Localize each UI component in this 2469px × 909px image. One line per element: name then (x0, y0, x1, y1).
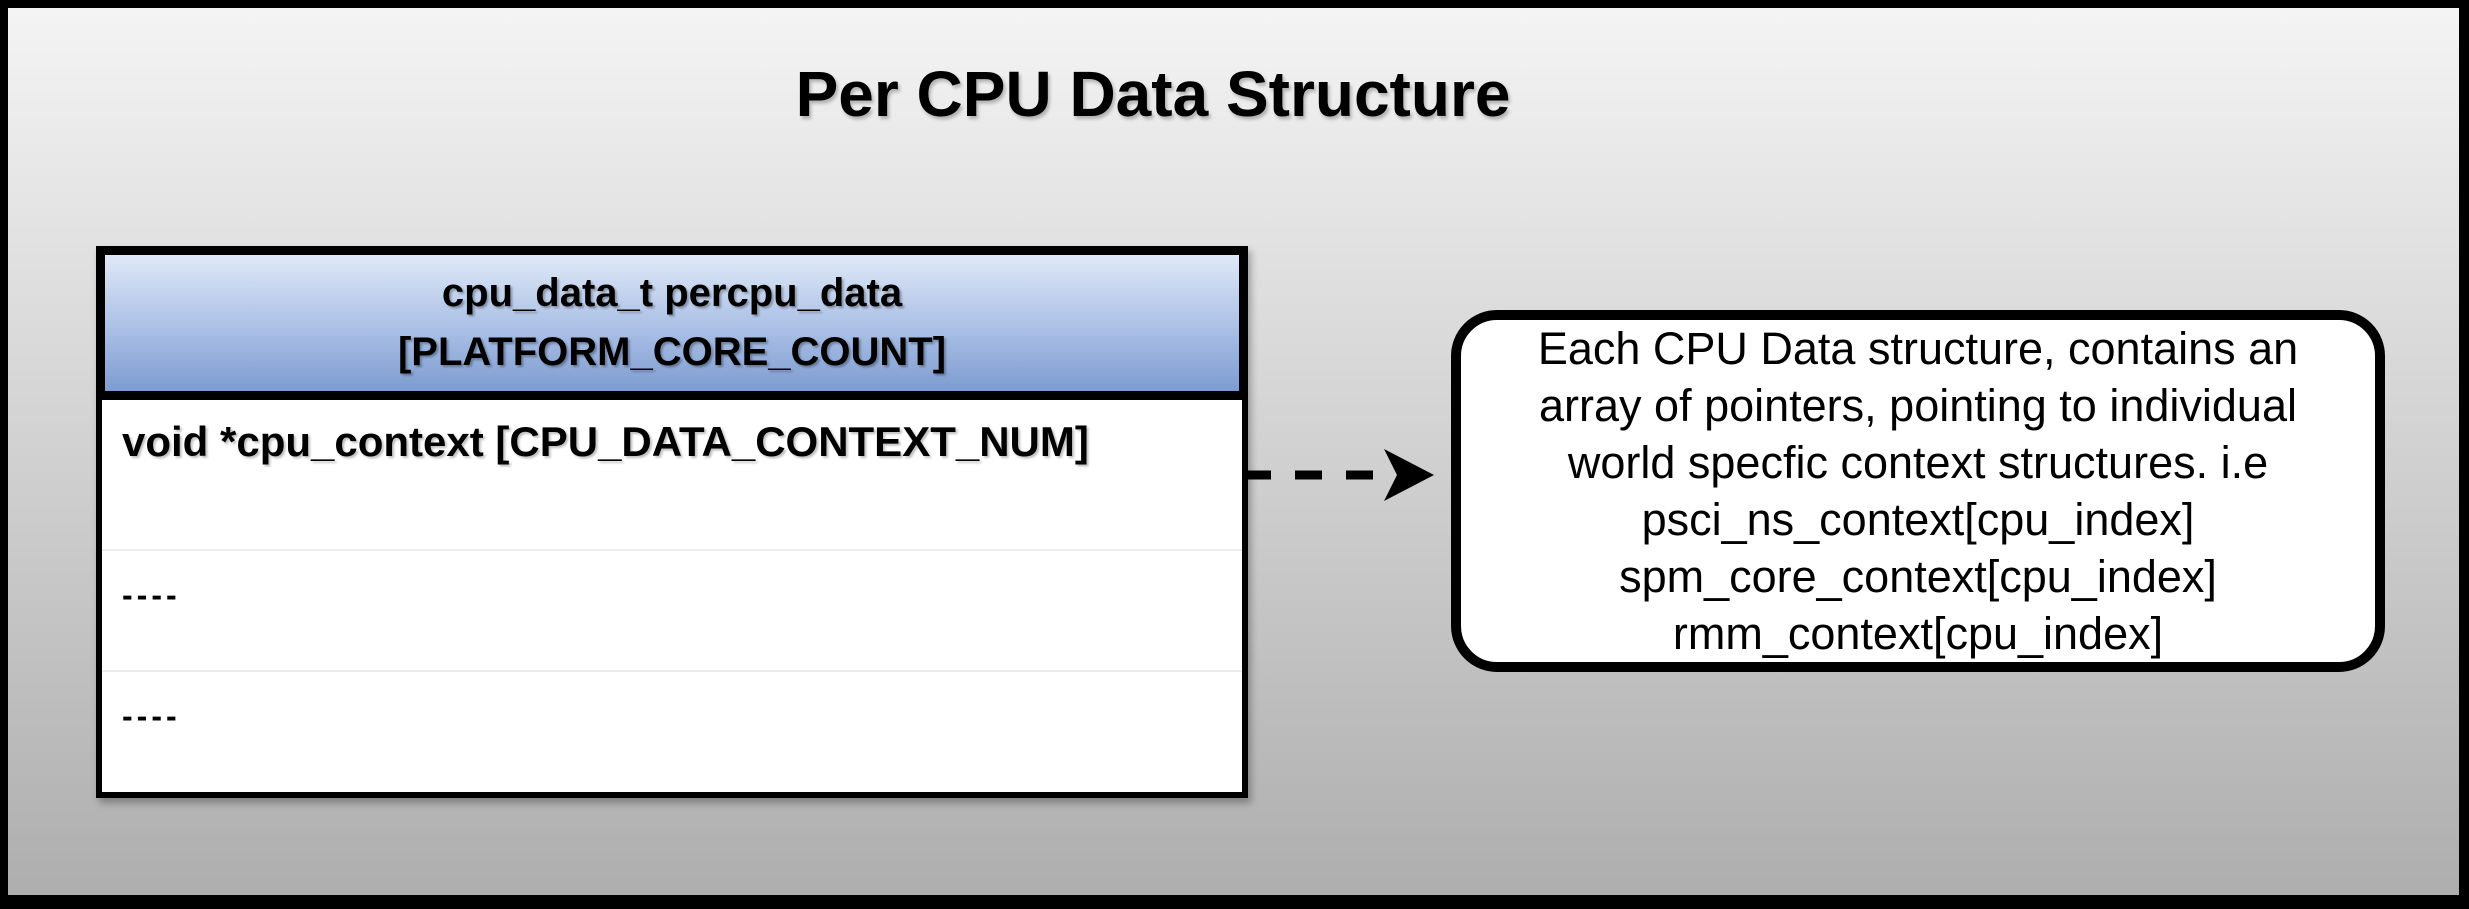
table-row-cpu-context: void *cpu_context [CPU_DATA_CONTEXT_NUM] (102, 400, 1242, 551)
callout-line: psci_ns_context[cpu_index] (1641, 494, 2195, 545)
callout-line: array of pointers, pointing to individua… (1539, 380, 2297, 431)
struct-header-declaration: cpu_data_t percpu_data (441, 271, 903, 315)
placeholder-label: ---- (122, 577, 181, 613)
struct-header-array-size: [PLATFORM_CORE_COUNT] (397, 330, 947, 374)
page-title: Per CPU Data Structure (795, 58, 1511, 130)
table-row-placeholder-2: ---- (102, 672, 1242, 792)
placeholder-label: ---- (122, 698, 181, 734)
dashed-arrow-connector (1244, 449, 1434, 501)
callout-line: rmm_context[cpu_index] (1672, 608, 2164, 659)
callout-line: Each CPU Data structure, contains an (1537, 323, 2299, 374)
struct-table-body: void *cpu_context [CPU_DATA_CONTEXT_NUM]… (96, 400, 1248, 798)
table-row-placeholder-1: ---- (102, 551, 1242, 672)
arrowhead-icon (1384, 449, 1434, 501)
struct-table-header: cpu_data_t percpu_data [PLATFORM_CORE_CO… (96, 246, 1248, 400)
percpu-data-struct-table: cpu_data_t percpu_data [PLATFORM_CORE_CO… (96, 246, 1248, 798)
callout-line: spm_core_context[cpu_index] (1619, 551, 2217, 602)
callout-note: Each CPU Data structure, contains an arr… (1451, 310, 2385, 672)
cpu-context-field-label: void *cpu_context [CPU_DATA_CONTEXT_NUM] (122, 418, 1089, 465)
callout-line: world specfic context structures. i.e (1567, 437, 2269, 488)
